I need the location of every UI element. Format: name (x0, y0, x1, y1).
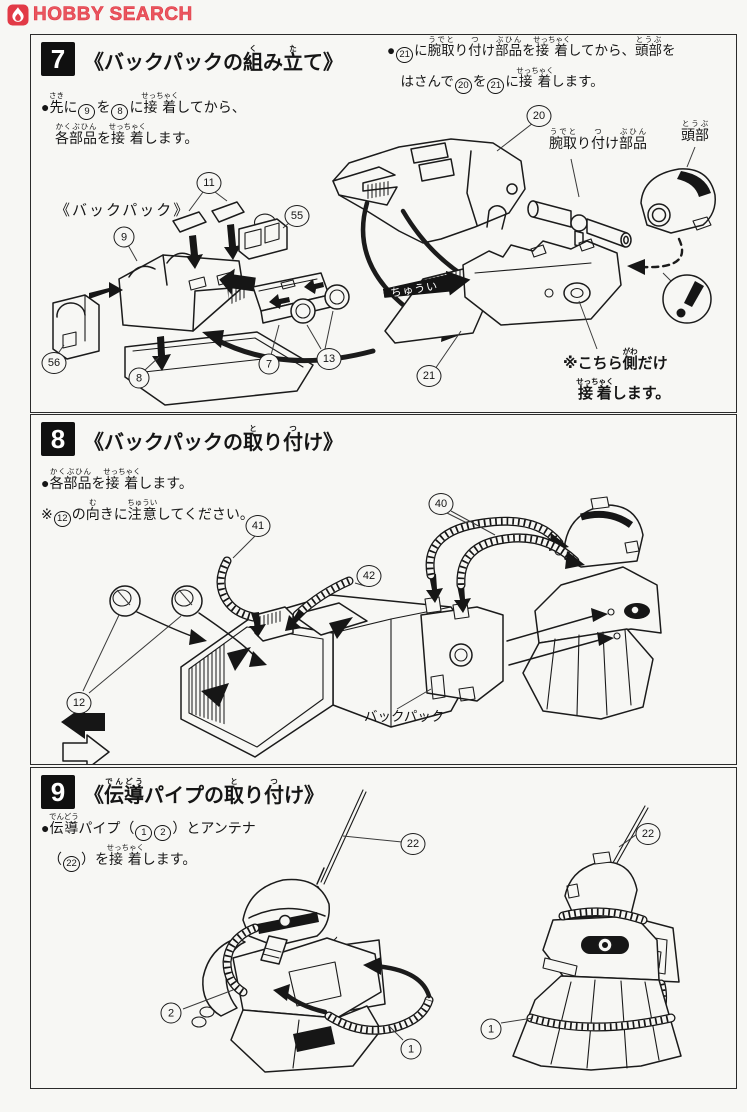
backpack-diagram-label: 《バックパック》 (55, 202, 191, 219)
step-9-number-badge: 9 (41, 775, 75, 809)
step-7-header: 7 《バックパックの組くみ立たて》 (41, 42, 343, 76)
part-callout-22: 22 (635, 823, 661, 845)
backpack-part-label: バックパック (364, 709, 445, 724)
part-callout-11: 11 (196, 172, 222, 194)
part-callout-55: 55 (284, 205, 310, 227)
note-line: ※こちら側がわだけ (563, 347, 668, 372)
hobbysearch-logo: HOBBY SEARCH (7, 4, 193, 26)
part-callout-1: 1 (400, 1038, 422, 1060)
step-8-number-badge: 8 (41, 422, 75, 456)
part-callout-42: 42 (356, 565, 382, 587)
hobbysearch-wordmark: HOBBY SEARCH (33, 4, 193, 26)
part-callout-21: 21 (416, 365, 442, 387)
hobbysearch-flame-icon (7, 4, 29, 26)
part-callout-9: 9 (113, 226, 135, 248)
glue-this-side-note: ※こちら側がわだけ 接着せっちゃくします。 (563, 347, 670, 407)
part-callout-40: 40 (428, 493, 454, 515)
instruction-line: ●各部品かくぶひんを接着せっちゃくします。 (41, 467, 193, 491)
part-callout-56: 56 (41, 352, 67, 374)
step-8-diagram (61, 496, 662, 764)
part-callout-20: 20 (526, 105, 552, 127)
part-callout-8: 8 (128, 367, 150, 389)
instruction-line: （22）を接着せっちゃくします。 (41, 843, 256, 874)
step-7-number-badge: 7 (41, 42, 75, 76)
step-8-panel: 8 《バックパックの取とり付つけ》 ●各部品かくぶひんを接着せっちゃくします。 … (30, 414, 737, 765)
part-callout-1: 1 (480, 1018, 502, 1040)
part-callout-13: 13 (316, 348, 342, 370)
step-9-diagram (182, 789, 682, 1073)
part-callout-12: 12 (66, 692, 92, 714)
step-8-header: 8 《バックパックの取とり付つけ》 (41, 422, 343, 456)
part-callout-2: 2 (160, 1002, 182, 1024)
part-callout-7: 7 (258, 353, 280, 375)
part-callout-22: 22 (400, 833, 426, 855)
step-7-title: 《バックパックの組くみ立たて》 (84, 44, 343, 74)
step-7-diagram (52, 122, 716, 406)
arm-mount-part-label: 腕取うでとり付つけ部品ぶひん (549, 127, 647, 151)
instruction-line: 各部品かくぶひんを接着せっちゃくします。 (55, 122, 199, 146)
note-line: 接着せっちゃくします。 (576, 377, 671, 402)
head-part-label: 頭部とうぶ (681, 119, 709, 143)
step-9-header: 9 《伝導でんどうパイプの取とり付つけ》 (41, 775, 324, 809)
part-callout-41: 41 (245, 515, 271, 537)
step-9-title: 《伝導でんどうパイプの取とり付つけ》 (84, 777, 324, 807)
step-8-title: 《バックパックの取とり付つけ》 (84, 424, 343, 454)
